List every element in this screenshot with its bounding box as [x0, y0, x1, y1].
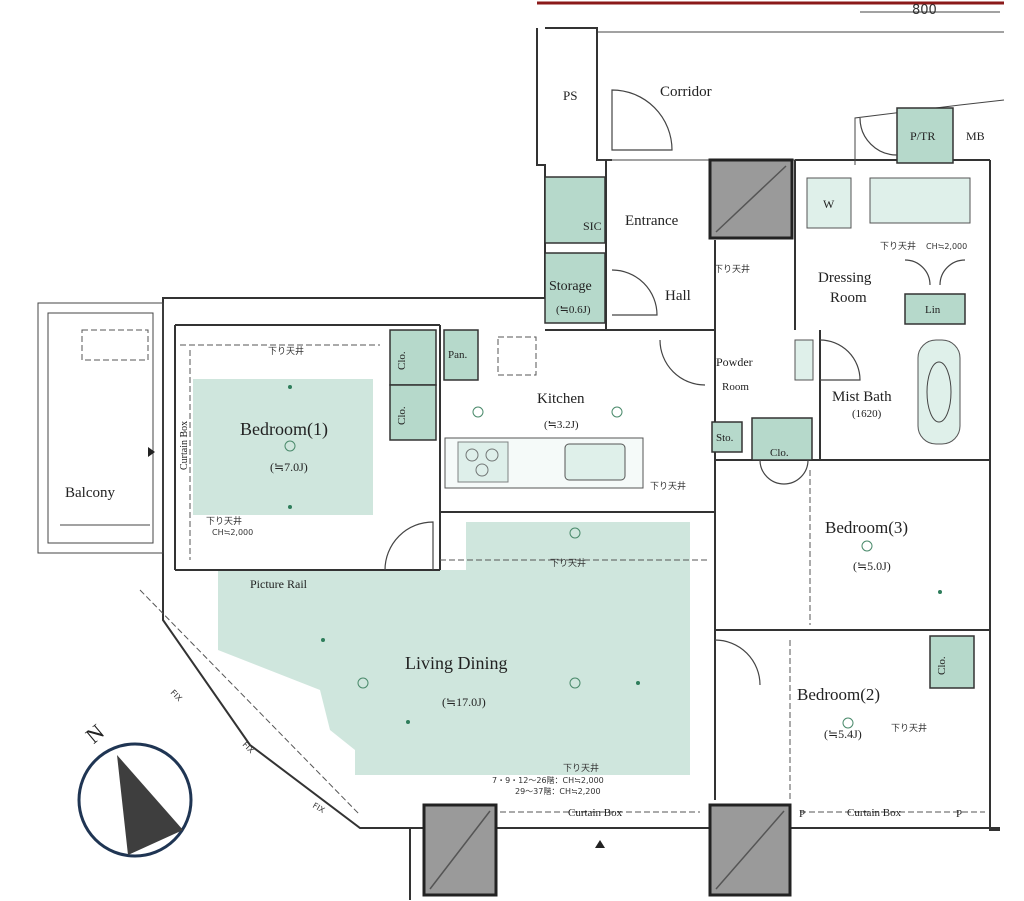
- entry-door: [611, 89, 673, 151]
- p-label-2: P: [956, 808, 962, 820]
- storage-box: [544, 252, 606, 324]
- clo-box-1: [389, 329, 437, 386]
- clo-label-bedroom2: Clo.: [936, 656, 948, 675]
- bathtub: [917, 339, 961, 445]
- sto-box: [711, 421, 743, 453]
- kitchen-hatch: [497, 336, 537, 376]
- bedroom2-area-label: (≒5.4J): [824, 727, 862, 741]
- powder-label-2: Room: [722, 381, 749, 393]
- mist-bath-label: Mist Bath: [832, 389, 892, 405]
- p-label-1: P: [799, 808, 805, 820]
- bedroom3-label: Bedroom(3): [825, 518, 908, 537]
- sto-label: Sto.: [716, 432, 734, 444]
- bedroom1-ch-note: CH≒2,000: [212, 528, 253, 537]
- bedroom1-door: [384, 521, 434, 571]
- outer-wall-east: [989, 160, 1000, 831]
- dressing-door-2: [939, 259, 966, 286]
- dressing-label-2: Room: [830, 290, 867, 306]
- bedroom1-ceiling-note-2: 下り天井: [206, 515, 242, 527]
- ptr-label: P/TR: [910, 129, 935, 143]
- living-ceiling-floors-1: 7・9・12～26階：CH≒2,000: [492, 775, 604, 785]
- picture-rail-label: Picture Rail: [250, 577, 308, 591]
- w-label: W: [823, 197, 835, 211]
- storage-area-label: (≒0.6J): [556, 304, 591, 316]
- clo-door-1: [759, 459, 785, 485]
- dressing-ch-note: CH≒2,000: [926, 242, 967, 251]
- dimension-label: 800: [912, 3, 937, 18]
- cooktop: [457, 441, 509, 483]
- balcony-inner: [47, 312, 154, 544]
- bedroom3-area-label: (≒5.0J): [853, 559, 891, 573]
- clo-box-bedroom3: [751, 417, 813, 461]
- curtain-box-label-3: Curtain Box: [179, 421, 190, 470]
- balcony-label: Balcony: [65, 485, 115, 501]
- sic-box: [544, 176, 606, 244]
- diagonal-fix-line: [139, 589, 361, 816]
- bedroom2-label: Bedroom(2): [797, 685, 880, 704]
- bedroom1-label: Bedroom(1): [240, 419, 328, 440]
- clo-label-bedroom3: Clo.: [770, 447, 789, 459]
- mist-bath-size-label: (1620): [852, 408, 882, 420]
- lin-box: [904, 293, 966, 325]
- living-dining-label: Living Dining: [405, 653, 508, 673]
- pan-label: Pan.: [448, 349, 468, 361]
- clo-door-2: [783, 459, 809, 485]
- hall-ceiling-note: 下り天井: [714, 263, 750, 275]
- clo-label-2: Clo.: [396, 406, 408, 425]
- bedroom1-ceiling-note: 下り天井: [268, 345, 304, 357]
- dressing-label-1: Dressing: [818, 270, 872, 286]
- living-dining-floor: [218, 522, 690, 775]
- ps-label: PS: [563, 88, 577, 103]
- clo-box-bedroom2: [929, 635, 975, 689]
- living-ceiling-note-2: 下り天井: [563, 762, 599, 774]
- kitchen-label: Kitchen: [537, 391, 585, 407]
- storage-label: Storage: [549, 279, 592, 294]
- bath-door: [819, 339, 861, 381]
- ptr-door: [859, 117, 898, 156]
- clo-label-1: Clo.: [396, 351, 408, 370]
- hall-label: Hall: [665, 288, 691, 304]
- kitchen-sink: [564, 443, 626, 481]
- fix-note-3: FIX: [311, 801, 327, 815]
- sic-label: SIC: [583, 219, 602, 233]
- powder-label-1: Powder: [716, 355, 753, 369]
- corridor-label: Corridor: [660, 84, 712, 100]
- living-ceiling-floors-2: 29～37階：CH≒2,200: [515, 786, 601, 796]
- dressing-door-1: [904, 259, 931, 286]
- toilet: [794, 339, 814, 381]
- bedroom1-area-label: (≒7.0J): [270, 460, 308, 474]
- ps-wall: [545, 27, 612, 161]
- kitchen-area-label: (≒3.2J): [544, 419, 579, 431]
- bedroom2-door: [714, 639, 761, 686]
- ptr-box: [896, 107, 954, 164]
- lin-label: Lin: [925, 304, 941, 316]
- pan-box: [443, 329, 479, 381]
- curtain-box-label-1: Curtain Box: [568, 807, 623, 819]
- living-ceiling-note: 下り天井: [550, 557, 586, 569]
- clo-box-2: [389, 384, 437, 441]
- entrance-label: Entrance: [625, 213, 679, 229]
- balcony-arrow: [148, 447, 155, 457]
- fix-note-1: FIX: [169, 688, 185, 704]
- washer: [806, 177, 852, 229]
- balcony-hatch: [81, 329, 149, 361]
- mb-label: MB: [966, 129, 985, 143]
- bedroom1-floor: [193, 379, 373, 515]
- bottom-arrow: [595, 840, 605, 848]
- kitchen-ceiling-note: 下り天井: [650, 480, 686, 492]
- balcony-area: [37, 302, 164, 554]
- north-label: N: [81, 719, 109, 748]
- curtain-box-label-2: Curtain Box: [847, 807, 902, 819]
- bedroom2-ceiling-note: 下り天井: [891, 722, 927, 734]
- dressing-ceiling-note: 下り天井: [880, 240, 916, 252]
- kitchen-door: [659, 339, 706, 386]
- hall-door: [611, 269, 658, 316]
- fix-note-2: FIX: [241, 740, 257, 756]
- north-compass-icon: N: [77, 719, 193, 858]
- vanity: [869, 177, 971, 224]
- living-area-label: (≒17.0J): [442, 695, 486, 709]
